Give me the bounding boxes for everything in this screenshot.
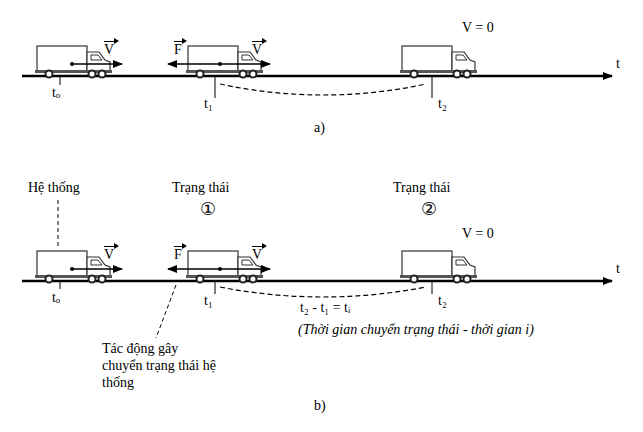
truck bbox=[186, 46, 263, 78]
callout-label: Tác động gây chuyển trạng thái hệ thống bbox=[102, 341, 220, 391]
part-label: a) bbox=[314, 120, 325, 137]
state-number: ① bbox=[200, 198, 216, 220]
state-label: Trạng thái bbox=[393, 180, 450, 197]
axis-label: t bbox=[616, 261, 620, 278]
truck bbox=[35, 251, 112, 283]
vector-label: F bbox=[174, 38, 182, 59]
axis-label: t bbox=[616, 56, 620, 73]
force-arrow bbox=[168, 268, 220, 269]
truck bbox=[186, 251, 263, 283]
time-axis bbox=[22, 75, 612, 78]
vector-label: F bbox=[174, 243, 182, 264]
transition-curve bbox=[220, 84, 426, 95]
velocity-arrow bbox=[72, 268, 122, 269]
note-label: (Thời gian chuyển trạng thái - thời gian… bbox=[298, 322, 534, 339]
leader-line bbox=[58, 200, 59, 248]
truck bbox=[400, 46, 477, 78]
system-label: Hệ thống bbox=[28, 180, 80, 197]
time-axis bbox=[22, 280, 612, 283]
vector-label: V bbox=[104, 243, 114, 264]
part-label: b) bbox=[314, 398, 326, 415]
velocity-arrow bbox=[72, 63, 122, 64]
velocity-label: V = 0 bbox=[462, 20, 494, 37]
force-arrow bbox=[168, 63, 220, 64]
state-number: ② bbox=[421, 198, 437, 220]
velocity-arrow bbox=[220, 268, 270, 269]
transition-curve bbox=[220, 287, 426, 297]
truck bbox=[400, 251, 477, 283]
leader-line bbox=[156, 285, 176, 338]
state-label: Trạng thái bbox=[172, 180, 229, 197]
velocity-label: V = 0 bbox=[462, 226, 494, 243]
time-label: t₁ bbox=[204, 293, 213, 310]
duration-label: t₂ - t₁ = tᵢ bbox=[300, 300, 350, 317]
vector-label: V bbox=[104, 38, 114, 59]
truck bbox=[35, 46, 112, 78]
time-label: tₒ bbox=[52, 85, 60, 102]
time-label: t₁ bbox=[204, 96, 213, 113]
vector-label: V bbox=[252, 38, 262, 59]
time-label: t₂ bbox=[438, 293, 447, 310]
time-label: t₂ bbox=[438, 96, 447, 113]
vector-label: V bbox=[252, 243, 262, 264]
time-label: tₒ bbox=[52, 290, 60, 307]
velocity-arrow bbox=[220, 63, 270, 64]
